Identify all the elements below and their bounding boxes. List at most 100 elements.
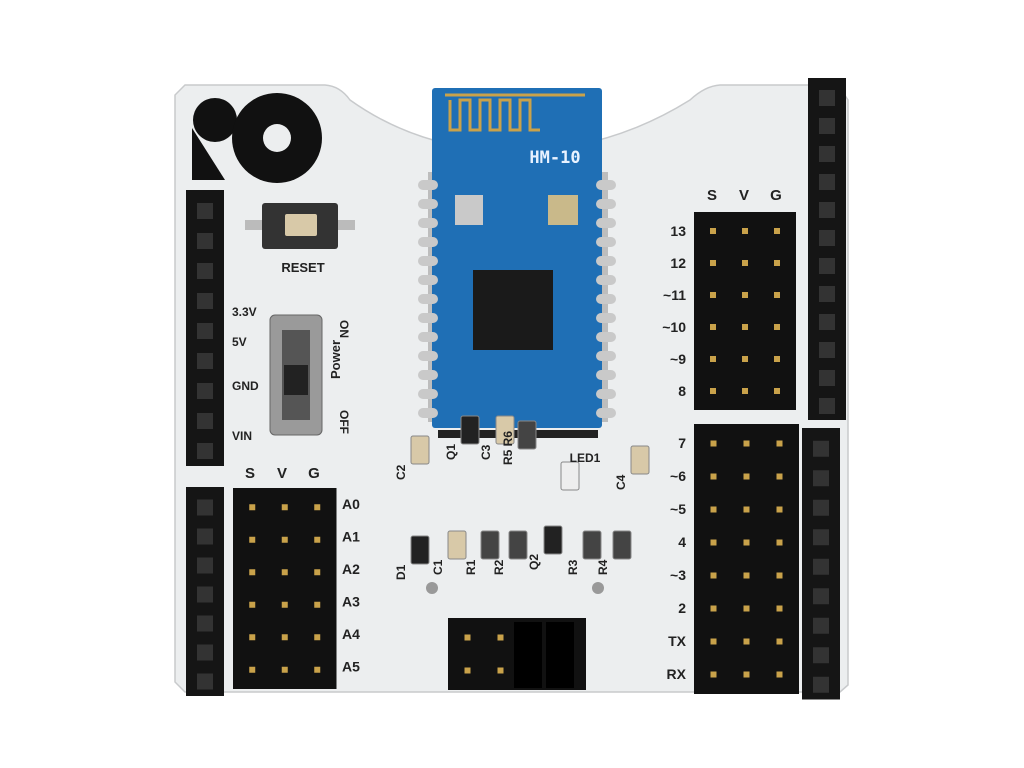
header-socket [197, 586, 213, 603]
header-pin [774, 292, 780, 298]
jumper-cap [546, 622, 574, 688]
power-switch[interactable] [269, 314, 323, 436]
digital-pin-label: ~3 [670, 567, 686, 583]
header-socket [819, 230, 835, 246]
header-pin [710, 539, 717, 546]
header-socket [819, 146, 835, 162]
digital-pin-label: 2 [678, 600, 686, 616]
module-label: HM-10 [529, 148, 580, 168]
header-socket [197, 528, 213, 545]
header-pin [742, 260, 748, 266]
header-pin [774, 228, 780, 234]
component-label-q1: Q1 [444, 444, 458, 460]
header-pin [710, 324, 716, 330]
header-pin [743, 506, 750, 513]
header-pin [281, 634, 288, 641]
svg-column-label: G [770, 187, 782, 204]
header-socket [813, 440, 829, 457]
reset-button[interactable] [245, 203, 355, 249]
header-pin [710, 506, 717, 513]
digital-pin-label: ~11 [663, 287, 686, 303]
analog-pin-label: A0 [342, 496, 360, 512]
module-pad [596, 256, 616, 266]
power-pin-label: 5V [232, 335, 247, 349]
header-pin [710, 388, 716, 394]
digital-pin-label: RX [667, 666, 687, 682]
header-socket [197, 615, 213, 632]
header-socket [813, 617, 829, 634]
header-socket [197, 499, 213, 516]
svg-column-label: S [707, 187, 717, 204]
module-pad [418, 313, 438, 323]
component-r1 [480, 530, 500, 560]
header-pin [776, 605, 783, 612]
header-socket [819, 370, 835, 386]
header-pin [774, 324, 780, 330]
header-socket [819, 398, 835, 414]
svg-column-label: V [277, 465, 287, 482]
header-pin [249, 601, 256, 608]
header-pin [710, 473, 717, 480]
header-pin [776, 539, 783, 546]
svg-column-label: G [308, 465, 320, 482]
pin-header [233, 488, 337, 689]
component-label-c1: C1 [431, 559, 445, 575]
header-socket [197, 644, 213, 661]
component-label-c2: C2 [394, 464, 408, 480]
header-pin [249, 504, 256, 511]
component-r3 [582, 530, 602, 560]
header-socket [813, 499, 829, 516]
header-pin [742, 356, 748, 362]
module-pad [418, 218, 438, 228]
header-pin [497, 634, 504, 641]
svg-column-label: S [245, 465, 255, 482]
header-pin [743, 671, 750, 678]
digital-pin-label: 13 [670, 223, 686, 239]
component-label-r3: R3 [566, 559, 580, 575]
reset-label: RESET [281, 260, 324, 275]
svg-column-label: V [739, 187, 749, 204]
header-pin [710, 292, 716, 298]
module-pad [418, 294, 438, 304]
header-pin [249, 536, 256, 543]
analog-pin-label: A3 [342, 594, 360, 610]
component-q1 [460, 415, 480, 445]
header-socket [197, 203, 213, 219]
header-pin [776, 638, 783, 645]
header-pin [742, 228, 748, 234]
component-q2 [543, 525, 563, 555]
header-pin [710, 228, 716, 234]
component-c2 [410, 435, 430, 465]
component-label-r2: R2 [492, 559, 506, 575]
pin-header [694, 424, 799, 694]
module-pad [596, 313, 616, 323]
header-socket [813, 529, 829, 546]
header-socket [197, 293, 213, 309]
component-label-led: LED1 [570, 451, 601, 465]
header-pin [774, 388, 780, 394]
header-pin [776, 506, 783, 513]
header-socket [819, 118, 835, 134]
header-pin [774, 260, 780, 266]
digital-pin-label: ~6 [670, 468, 686, 484]
analog-pin-label: A2 [342, 561, 360, 577]
power-pin-label: VIN [232, 429, 252, 443]
header-socket [197, 323, 213, 339]
header-pin [742, 324, 748, 330]
header-socket [819, 90, 835, 106]
module-pad [596, 237, 616, 247]
power-pin-label: 3.3V [232, 305, 257, 319]
analog-pin-label: A4 [342, 626, 360, 642]
component-d1 [410, 535, 430, 565]
digital-pin-label: 4 [678, 534, 686, 550]
header-socket [197, 413, 213, 429]
header-socket [813, 558, 829, 575]
module-pad [596, 294, 616, 304]
header-pin [249, 569, 256, 576]
header-pin [281, 536, 288, 543]
component-c4 [630, 445, 650, 475]
component-label-c4: C4 [614, 474, 628, 490]
on-label: ON [337, 320, 351, 338]
header-pin [314, 536, 321, 543]
header-pin [281, 504, 288, 511]
